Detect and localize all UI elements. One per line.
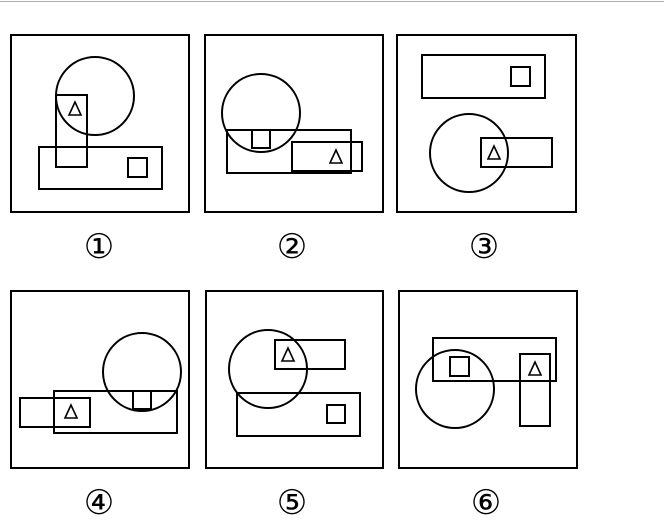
- triangle-shape: [280, 346, 296, 362]
- panel-2: ②: [204, 34, 384, 267]
- small-square: [127, 157, 148, 178]
- small-square: [132, 390, 152, 410]
- panel-6: ⑥: [398, 290, 578, 523]
- small-square: [251, 129, 271, 149]
- panel-label-1: ①: [84, 227, 114, 267]
- small-square: [449, 356, 470, 377]
- panel-label-2: ②: [277, 227, 307, 267]
- panel-frame: [398, 290, 578, 469]
- small-rectangle: [274, 339, 346, 370]
- panel-frame: [10, 290, 190, 469]
- circle-shape: [221, 73, 301, 153]
- top-divider: [0, 1, 664, 2]
- circle-shape: [415, 349, 495, 429]
- panel-4: ④: [10, 290, 190, 523]
- triangle-shape: [63, 403, 79, 419]
- tall-rectangle: [519, 353, 551, 427]
- panel-3: ③: [396, 34, 577, 267]
- triangle-shape: [486, 144, 502, 160]
- panel-label-4: ④: [84, 483, 114, 523]
- panel-frame: [396, 34, 577, 213]
- panel-frame: [205, 290, 384, 469]
- panel-label-6: ⑥: [471, 483, 501, 523]
- panel-frame: [204, 34, 384, 213]
- panel-frame: [10, 34, 190, 213]
- panel-label-5: ⑤: [277, 483, 307, 523]
- triangle-shape: [527, 360, 543, 376]
- wide-rectangle: [432, 337, 557, 382]
- panel-label-3: ③: [469, 227, 499, 267]
- small-square: [510, 66, 531, 87]
- panel-5: ⑤: [205, 290, 384, 523]
- wide-rectangle: [38, 146, 163, 190]
- circle-shape: [102, 332, 182, 412]
- small-square: [326, 404, 346, 424]
- wide-rectangle: [236, 392, 361, 437]
- wide-rectangle: [53, 390, 178, 434]
- tall-rectangle: [55, 94, 88, 168]
- triangle-shape: [67, 100, 83, 116]
- wide-rectangle: [421, 54, 546, 99]
- small-rectangle: [291, 141, 363, 172]
- small-rectangle: [19, 397, 91, 428]
- triangle-shape: [328, 148, 344, 164]
- panel-1: ①: [10, 34, 190, 267]
- circle-shape: [429, 113, 509, 193]
- small-rectangle: [480, 137, 553, 168]
- wide-rectangle: [226, 129, 352, 174]
